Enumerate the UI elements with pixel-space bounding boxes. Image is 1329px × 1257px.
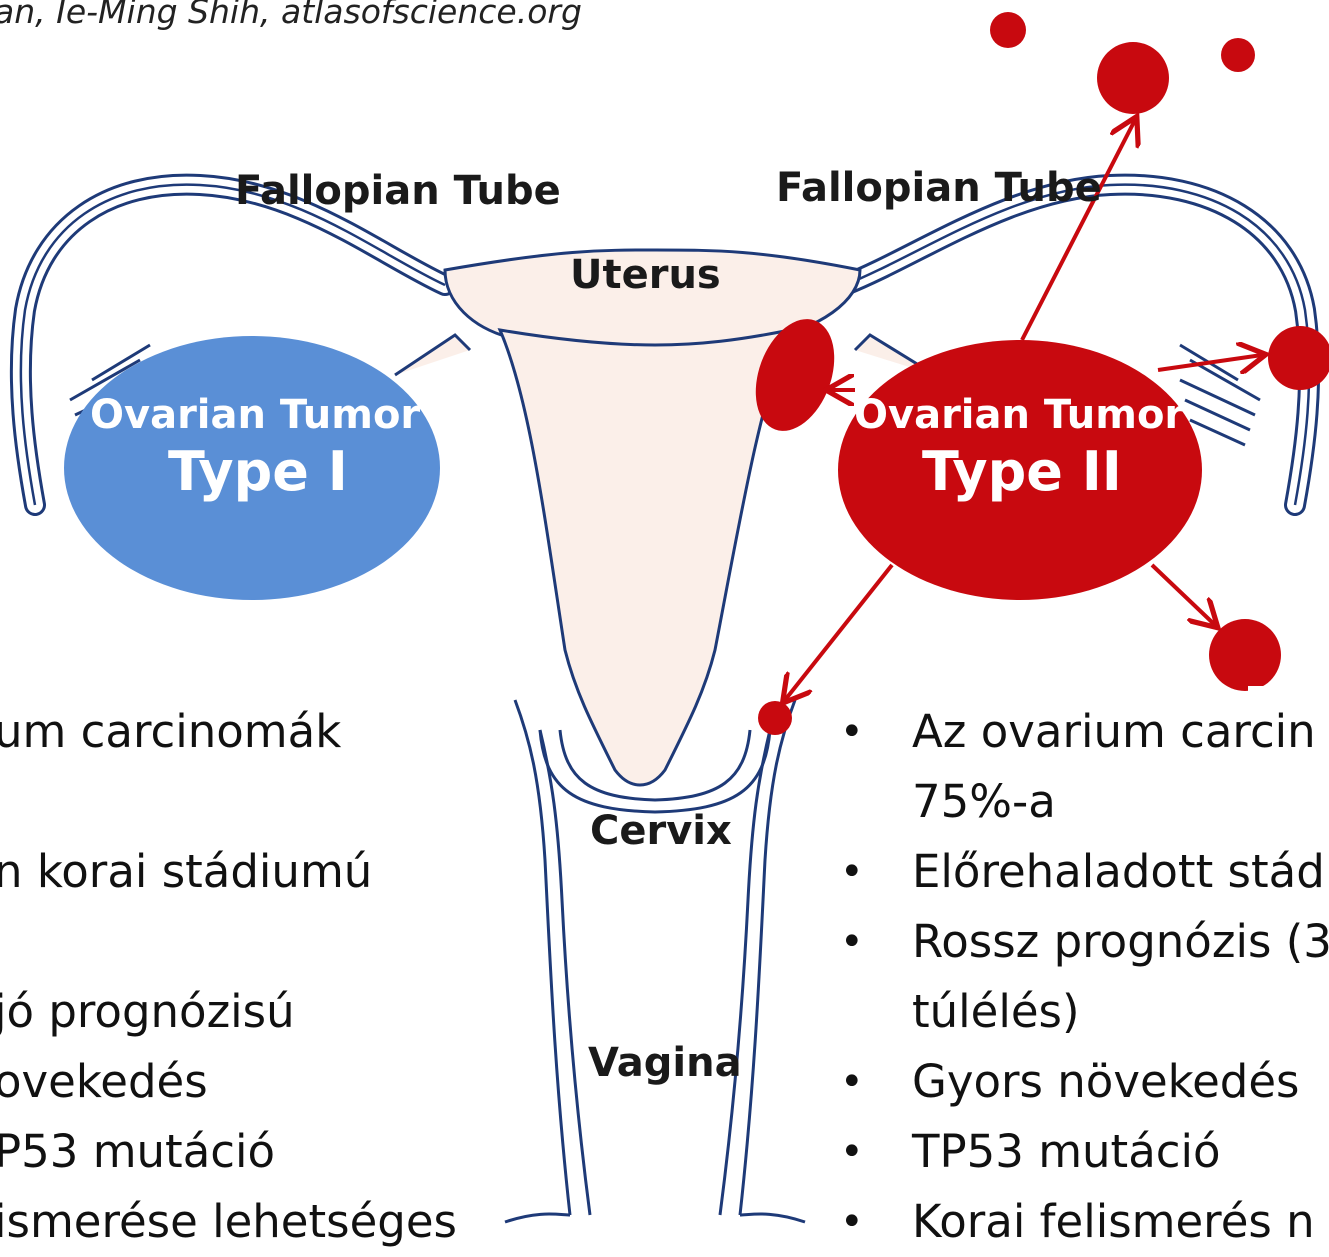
credit-line: an, Ie-Ming Shih, atlasofscience.org: [0, 0, 582, 31]
uterine-cavity: [500, 330, 790, 785]
list-item: P53 mutáció: [0, 1117, 457, 1187]
list-item: um carcinomák: [0, 697, 457, 767]
tumor-type1-line1: Ovarian Tumor: [90, 392, 420, 438]
list-item-continuation: 75%-a: [912, 767, 1329, 837]
list-item: Az ovarium carcin: [912, 697, 1329, 767]
list-item: [0, 907, 457, 977]
cervix-label: Cervix: [590, 808, 732, 854]
type2-characteristics-list: Az ovarium carcin 75%-a Előrehaladott st…: [912, 697, 1329, 1257]
list-item: ismerése lehetséges: [0, 1187, 457, 1257]
list-item: Előrehaladott stád: [912, 837, 1329, 907]
list-item: Gyors növekedés: [912, 1047, 1329, 1117]
list-item: Korai felismerés n: [912, 1187, 1329, 1257]
tumor-type2-line2: Type II: [922, 440, 1122, 503]
list-item: jó prognózisú: [0, 977, 457, 1047]
list-item-continuation: túlélés): [912, 977, 1329, 1047]
tumor-type1-line2: Type I: [168, 440, 348, 503]
list-item: n korai stádiumú: [0, 837, 457, 907]
uterus-label: Uterus: [570, 252, 721, 298]
fallopian-tube-left-label: Fallopian Tube: [235, 168, 561, 214]
list-item: ovekedés: [0, 1047, 457, 1117]
vagina-label: Vagina: [588, 1040, 742, 1086]
list-item: TP53 mutáció: [912, 1117, 1329, 1187]
list-item: [0, 767, 457, 837]
tumor-type2-line1: Ovarian Tumor: [854, 392, 1184, 438]
list-item: Rossz prognózis (3: [912, 907, 1329, 977]
fallopian-tube-right-label: Fallopian Tube: [776, 165, 1102, 211]
type1-characteristics-list: um carcinomák n korai stádiumú jó prognó…: [0, 697, 457, 1257]
